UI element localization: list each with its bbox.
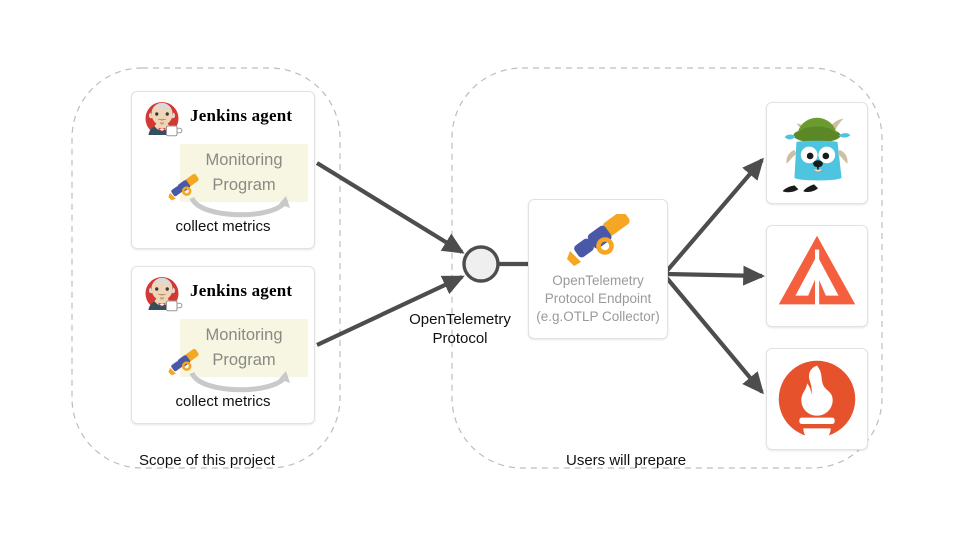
zone-label-scope: Scope of this project	[139, 452, 275, 469]
monitoring-program-box-2: Monitoring Program	[180, 319, 308, 377]
collect-metrics-label-1: collect metrics	[175, 218, 271, 235]
jenkins-agent-card-1[interactable]: Jenkins agent Monitoring Program collect…	[131, 91, 315, 249]
grafana-icon	[778, 235, 856, 307]
edge-label-opentelemetry-protocol: OpenTelemetry Protocol	[404, 310, 516, 348]
arrow-collector-to-prometheus	[664, 275, 764, 395]
monitoring-program-box-1: Monitoring Program	[180, 144, 308, 202]
collect-metrics-loop-arrow-2	[189, 371, 290, 393]
agent-title-1: Jenkins agent	[190, 106, 293, 125]
opentelemetry-telescope-icon-large	[567, 214, 630, 266]
zone-label-users: Users will prepare	[566, 452, 687, 469]
collect-metrics-loop-arrow-1	[189, 196, 290, 218]
jenkins-logo-icon	[145, 102, 183, 137]
protocol-junction-node	[462, 245, 500, 283]
otlp-line-2: Protocol Endpoint	[544, 291, 652, 306]
jenkins-logo-icon	[145, 277, 183, 312]
arrow-agent1-to-junction	[315, 161, 465, 254]
otlp-collector-card[interactable]: OpenTelemetry Protocol Endpoint (e.g.OTL…	[528, 199, 668, 339]
edge-label-line1: OpenTelemetry	[409, 311, 511, 328]
agent-title-2: Jenkins agent	[190, 281, 293, 300]
otlp-collector-description: OpenTelemetry Protocol Endpoint (e.g.OTL…	[529, 272, 667, 326]
monitoring-program-label-1: Monitoring Program	[205, 151, 283, 194]
destination-tile-prometheus[interactable]	[766, 348, 868, 450]
edge-label-line2: Protocol	[432, 330, 488, 347]
otlp-line-1: OpenTelemetry	[552, 273, 644, 288]
opentelemetry-telescope-icon-2	[168, 348, 199, 376]
collect-metrics-label-2: collect metrics	[175, 393, 271, 410]
jenkins-agent-card-2[interactable]: Jenkins agent Monitoring Program collect…	[131, 266, 315, 424]
destination-tile-grafana[interactable]	[766, 225, 868, 327]
arrow-collector-to-grafana	[665, 265, 766, 286]
otlp-line-3: (e.g.OTLP Collector)	[536, 309, 660, 324]
destination-tile-elastic[interactable]	[766, 102, 868, 204]
arrow-collector-to-elastic	[664, 157, 764, 274]
prometheus-icon	[778, 360, 856, 443]
elastic-clu-icon	[782, 117, 851, 193]
monitoring-program-label-2: Monitoring Program	[205, 326, 283, 369]
opentelemetry-telescope-icon-1	[168, 173, 199, 201]
